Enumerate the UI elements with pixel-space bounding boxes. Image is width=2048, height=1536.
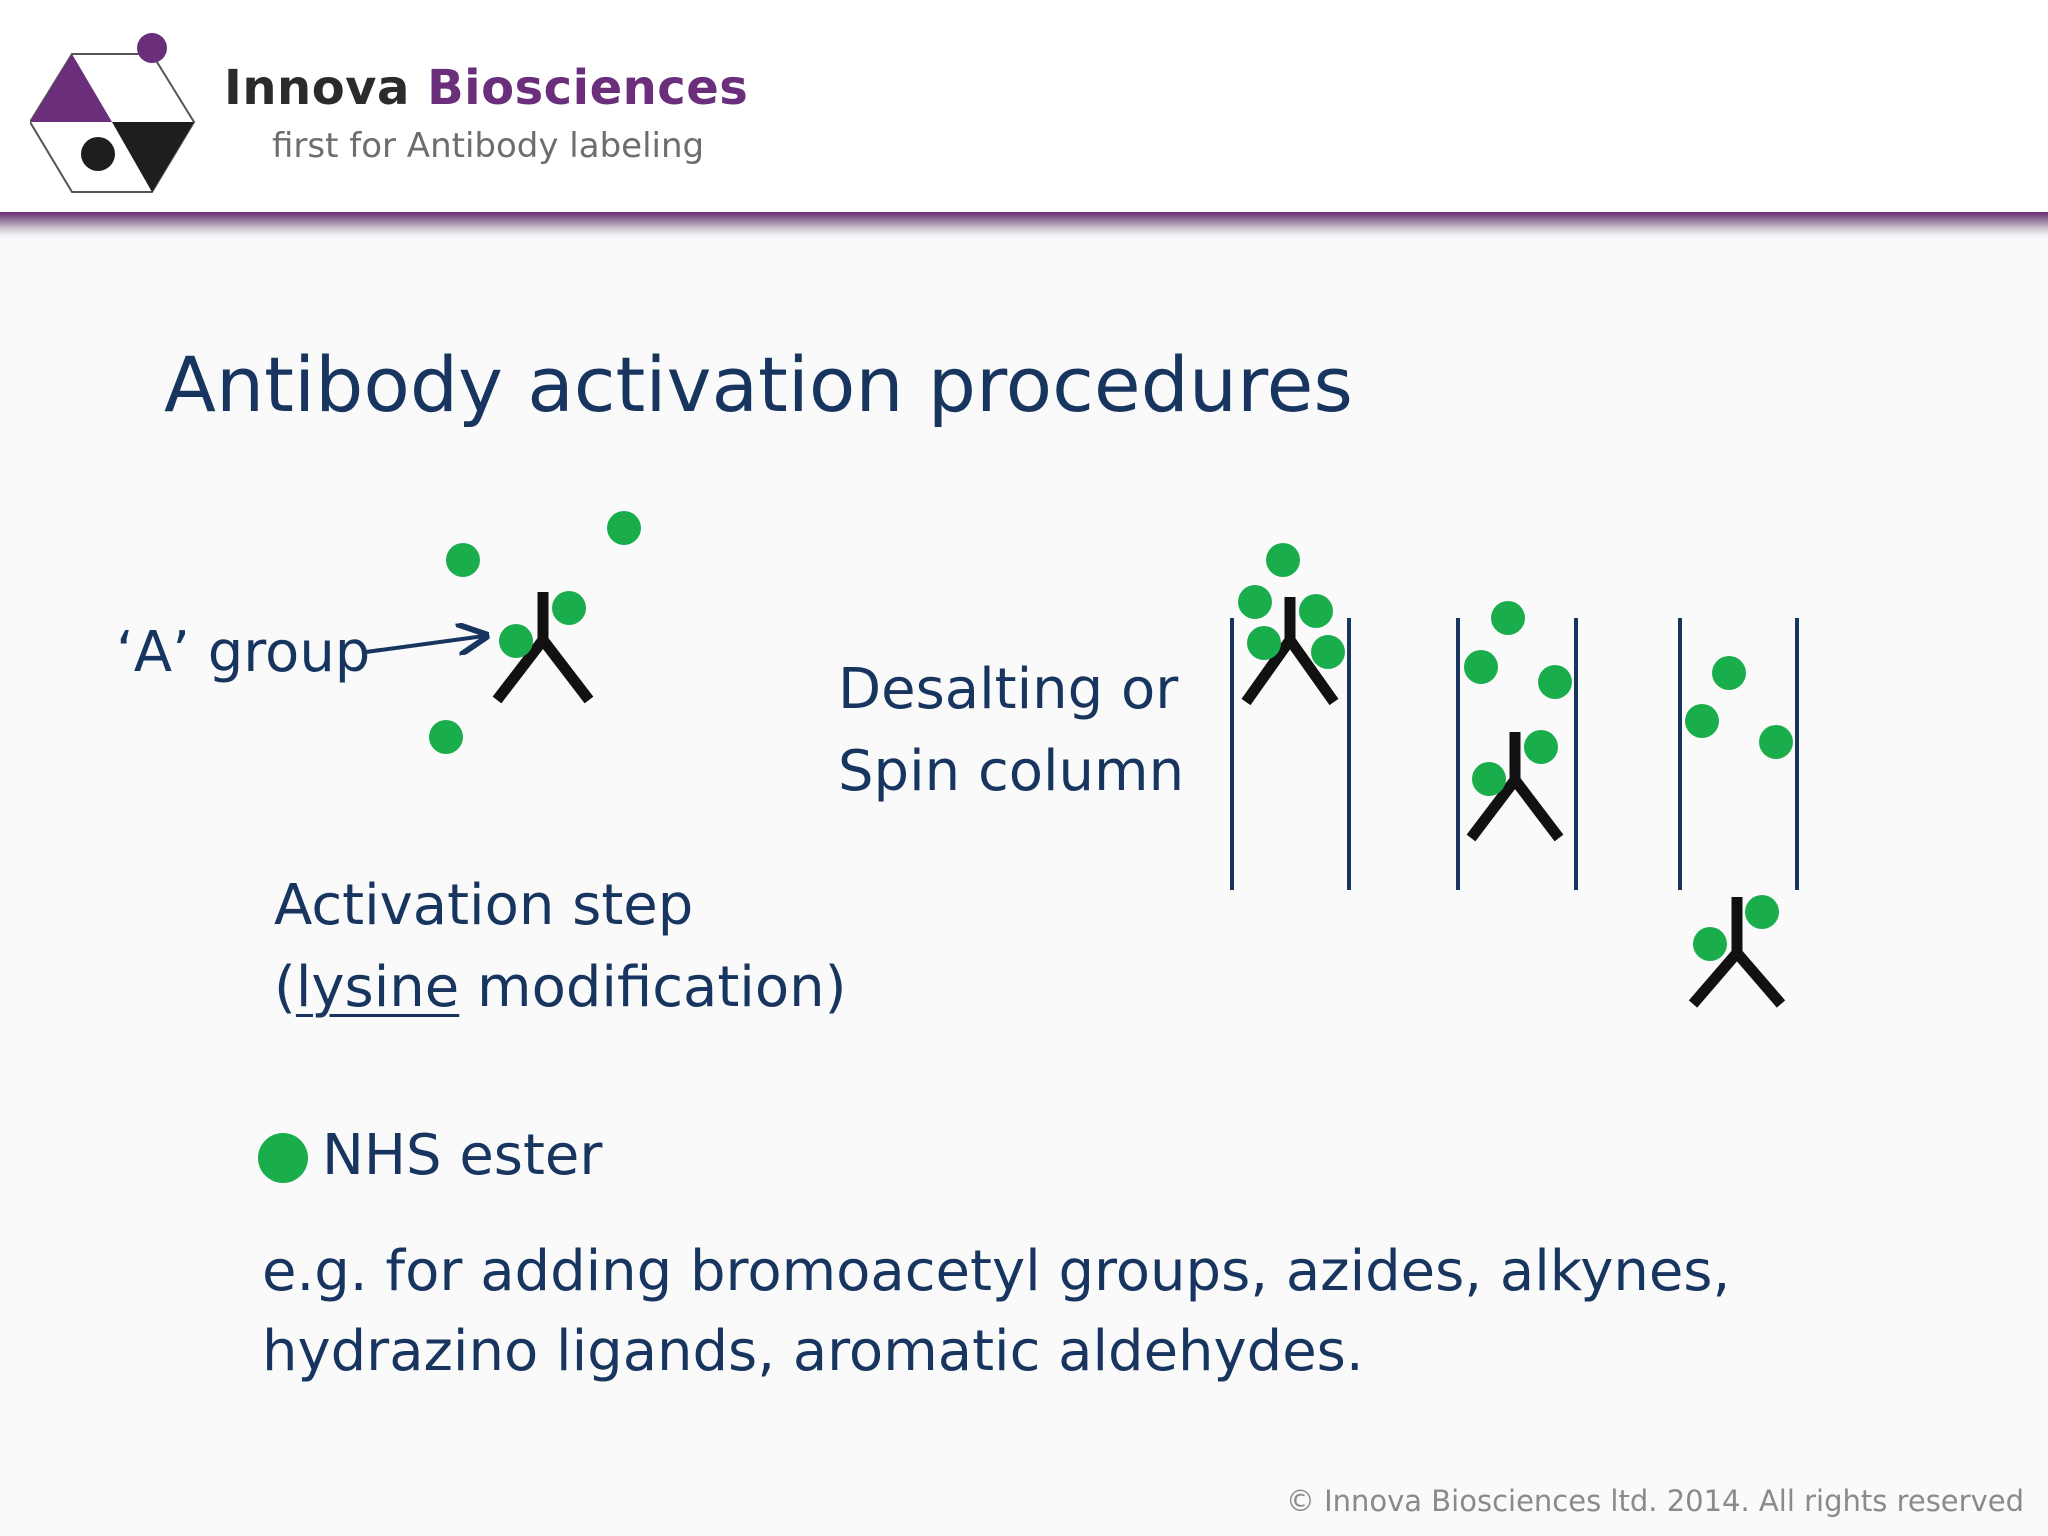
lysine-modification-label: (lysine modification) — [274, 954, 846, 1021]
slide-title: Antibody activation procedures — [164, 340, 1353, 429]
desalting-label-line1: Desalting or — [838, 657, 1179, 722]
a-group-dot-icon — [499, 624, 533, 658]
brand-name: Innova Biosciences — [224, 60, 748, 116]
column2-contents — [1464, 601, 1572, 842]
logo-hexagon-icon — [30, 33, 196, 193]
activation-step-label: Activation step — [274, 873, 694, 938]
open-paren: ( — [274, 955, 296, 1020]
lysine-underlined: lysine — [295, 955, 460, 1020]
nhs-ester-dot-icon — [607, 511, 641, 545]
a-group-dot-icon — [552, 591, 586, 625]
brand-name-part1: Innova — [224, 60, 410, 116]
brand-tagline: first for Antibody labeling — [272, 126, 705, 166]
examples-line1: e.g. for adding bromoacetyl groups, azid… — [262, 1239, 1731, 1304]
nhs-ester-label: NHS ester — [322, 1123, 603, 1188]
header — [0, 0, 2048, 218]
column-icon — [1230, 618, 1351, 890]
column-icon — [1456, 618, 1578, 890]
modification-text: modification) — [459, 955, 847, 1020]
nhs-ester-dot-icon — [429, 720, 463, 754]
arrow-icon — [365, 636, 484, 652]
a-group-label: ‘A’ group — [116, 620, 371, 685]
desalting-label-line2: Spin column — [838, 739, 1185, 804]
antibody-icon — [492, 591, 594, 704]
nhs-ester-dot-icon — [446, 543, 480, 577]
column-icon — [1678, 618, 1799, 890]
free-nhs-esters — [429, 511, 641, 754]
nhs-ester-dot-icon — [258, 1133, 308, 1183]
examples-line2: hydrazino ligands, aromatic aldehydes. — [262, 1319, 1364, 1384]
column3-contents — [1685, 656, 1793, 1008]
header-band — [0, 212, 2048, 240]
brand-name-part2: Biosciences — [427, 60, 749, 116]
column1-contents — [1238, 543, 1345, 706]
copyright-footer: © Innova Biosciences ltd. 2014. All righ… — [1285, 1484, 2024, 1518]
